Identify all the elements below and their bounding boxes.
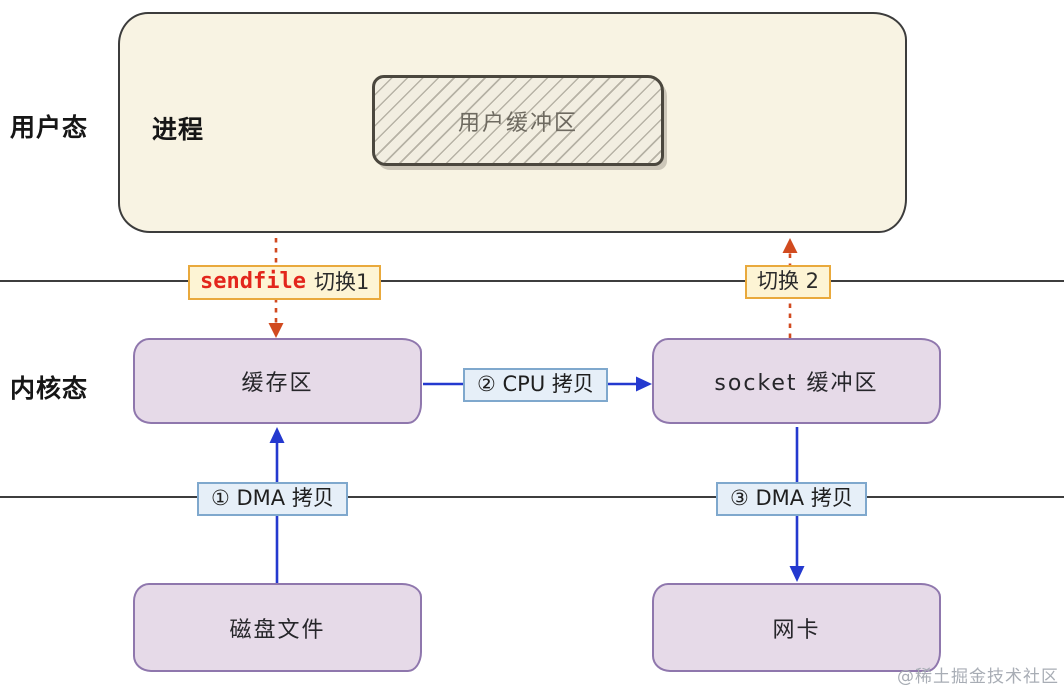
cpu-copy-label: ② CPU 拷贝 <box>463 368 608 402</box>
nic-label: 网卡 <box>772 617 821 643</box>
watermark: @稀土掘金技术社区 <box>897 667 1059 687</box>
switch1-text: 切换1 <box>313 269 370 294</box>
user-buffer-label: 用户缓冲区 <box>457 110 578 136</box>
user-kernel-boundary-line <box>0 280 1064 282</box>
kernel-buffer-label: 缓存区 <box>241 371 314 396</box>
switch2-label: 切换 2 <box>745 265 832 299</box>
disk-file-label: 磁盘文件 <box>229 617 326 643</box>
socket-buffer-box: socket 缓冲区 <box>652 338 941 424</box>
disk-file-box: 磁盘文件 <box>133 583 422 672</box>
user-mode-label: 用户态 <box>10 113 89 142</box>
user-buffer-box: 用户缓冲区 <box>372 75 664 166</box>
kernel-hardware-boundary-line <box>0 496 1064 498</box>
kernel-buffer-box: 缓存区 <box>133 338 422 424</box>
nic-box: 网卡 <box>652 583 941 672</box>
sendfile-keyword: sendfile <box>200 269 306 294</box>
socket-buffer-label: socket 缓冲区 <box>714 371 879 396</box>
process-label: 进程 <box>152 115 205 144</box>
dma-copy-1-label: ① DMA 拷贝 <box>197 482 348 516</box>
dma-copy-3-label: ③ DMA 拷贝 <box>716 482 867 516</box>
sendfile-switch1-label: sendfile 切换1 <box>188 265 382 300</box>
kernel-mode-label: 内核态 <box>10 374 89 403</box>
